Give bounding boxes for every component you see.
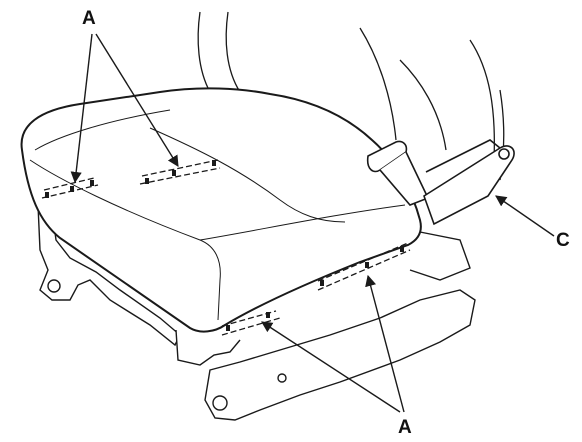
leader-a-bottom-left: [261, 321, 401, 413]
seat-cushion: [20, 87, 422, 333]
leader-a-bottom-right: [365, 274, 405, 413]
recline-knob: [366, 140, 430, 206]
clip-icons: [45, 160, 404, 331]
clip-mark-side-rear: [317, 249, 411, 291]
clip-mark-center-2: [141, 159, 219, 177]
seat-frame: [37, 199, 476, 421]
leader-c: [495, 195, 555, 237]
callout-label-a-bottom: A: [398, 417, 412, 438]
leader-a-top-left: [70, 33, 93, 184]
callout-label-a-top: A: [82, 8, 96, 29]
clip-mark-side-rear-2: [317, 242, 409, 282]
clip-mark-side-front: [221, 317, 281, 336]
leader-lines: [70, 33, 555, 413]
leader-a-top-right: [95, 33, 179, 167]
side-cover-c: [423, 139, 515, 226]
clip-mark-center: [139, 167, 221, 185]
seat-back: [197, 11, 505, 181]
callout-label-c: C: [556, 230, 570, 251]
